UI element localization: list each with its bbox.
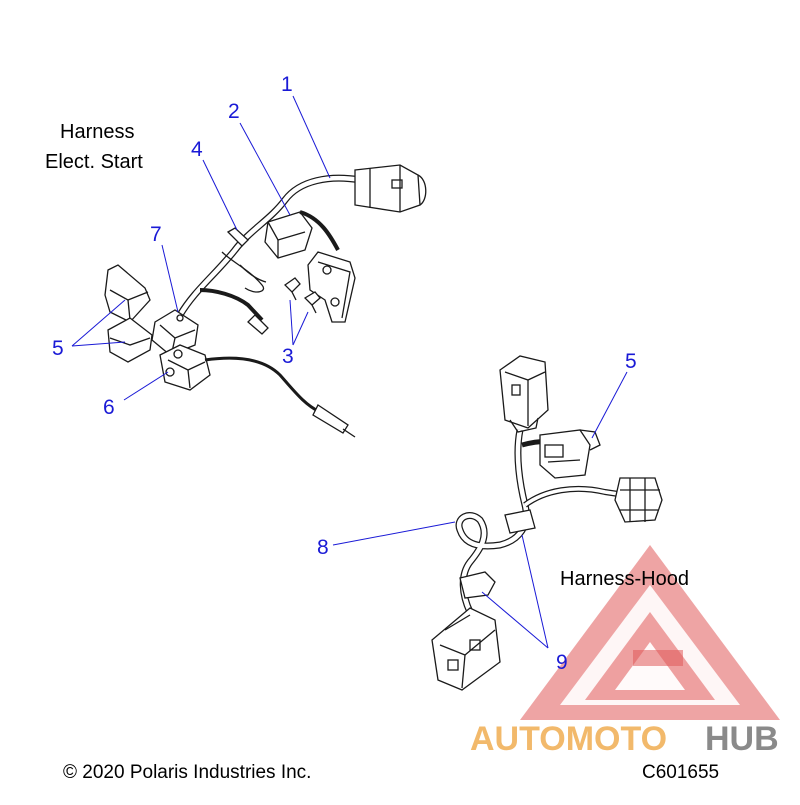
watermark-part1: AUTOMOTO: [470, 720, 667, 758]
part-6-solenoid: [159, 344, 356, 438]
callout-6: 6: [103, 396, 115, 419]
hood-connector-bottom: [431, 607, 501, 691]
callout-1: 1: [281, 73, 293, 96]
title-harness-line2: Elect. Start: [45, 151, 143, 173]
part-7-connector: [151, 309, 199, 356]
harness-elect-start: [104, 164, 427, 438]
callout-9: 9: [556, 651, 568, 674]
hood-connector-top: [499, 355, 549, 433]
hood-connector-right: [614, 477, 663, 523]
callout-5-right: 5: [625, 350, 637, 373]
callout-3: 3: [282, 345, 294, 368]
callout-4: 4: [191, 138, 203, 161]
part-2-relay: [264, 210, 340, 259]
callout-2: 2: [228, 100, 240, 123]
hood-connector-5: [539, 429, 601, 479]
watermark-text: AUTOMOTO HUB: [470, 720, 779, 758]
callout-8: 8: [317, 536, 329, 559]
title-harness-line1: Harness: [60, 121, 135, 143]
footer-code: C601655: [642, 762, 720, 783]
part-4-stud: [221, 227, 267, 293]
watermark-logo: [520, 545, 780, 720]
leader-lines: [71, 95, 628, 649]
part-5-covers: [104, 264, 153, 363]
harness-hood: [431, 355, 663, 691]
footer-copyright: © 2020 Polaris Industries Inc.: [63, 762, 312, 783]
part-3-bracket: [283, 251, 356, 323]
callout-7: 7: [150, 223, 162, 246]
watermark-part2: HUB: [705, 720, 779, 758]
connector-1: [354, 164, 427, 213]
title-harness-hood: Harness-Hood: [560, 568, 689, 590]
callout-5-left: 5: [52, 337, 64, 360]
